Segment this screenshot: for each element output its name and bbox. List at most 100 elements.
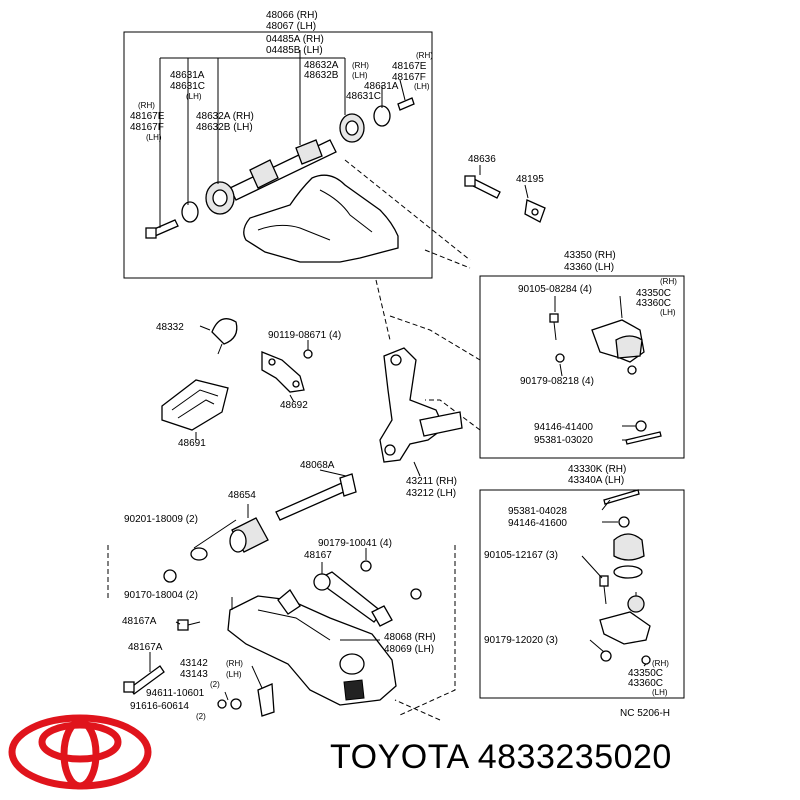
label: 48167: [304, 550, 332, 561]
strut-48167: [313, 571, 393, 627]
label: 43360C: [628, 678, 663, 689]
label: (2): [210, 680, 220, 689]
plate-48195: [524, 199, 546, 223]
label: 48167A: [122, 616, 157, 627]
label: 43211 (RH): [406, 476, 457, 487]
label: 90105-12167 (3): [484, 550, 558, 561]
nut-90179-08218: [555, 353, 565, 363]
toyota-logo-icon: [8, 714, 152, 790]
label: 91616-60614: [130, 701, 189, 712]
label: 04485A (RH): [266, 34, 324, 45]
nut-90179-10041: [360, 560, 372, 572]
label: (RH): [416, 51, 433, 60]
label: 90179-08218 (4): [520, 376, 594, 387]
dash-line: [375, 279, 391, 341]
lower-ball-joint: [599, 592, 651, 645]
label: 48631A: [170, 70, 205, 81]
label: (RH): [226, 659, 243, 668]
label: 43350 (RH): [564, 250, 616, 261]
catalog-code: NC 5206-H: [620, 708, 670, 719]
label: (2): [196, 712, 206, 721]
upper-arm-shaft: [229, 139, 337, 201]
label: 48195: [516, 174, 544, 185]
label: 43350C: [628, 668, 663, 679]
boot-43330k: [613, 533, 645, 579]
dash-line: [389, 315, 481, 361]
washer-90201: [190, 547, 208, 561]
label: 94146-41400: [534, 422, 593, 433]
plate-48691: [161, 379, 229, 431]
label: 43212 (LH): [406, 488, 456, 499]
dash-line: [425, 399, 481, 431]
label: 94611-10601: [146, 688, 205, 699]
label: 48631C: [170, 81, 205, 92]
label: (LH): [652, 688, 668, 697]
label: 95381-04028: [508, 506, 567, 517]
label: 48167A: [128, 642, 163, 653]
part-number: 4833235020: [477, 738, 672, 776]
label: 90105-08284 (4): [518, 284, 592, 295]
label: 43340A (LH): [568, 475, 624, 486]
label: 04485B (LH): [266, 45, 323, 56]
cotter-pin-95381-03020: [625, 431, 662, 445]
label: 48066 (RH): [266, 10, 318, 21]
label: (LH): [146, 133, 162, 142]
label: 43330K (RH): [568, 464, 626, 475]
label: 90179-10041 (4): [318, 538, 392, 549]
dash-line: [394, 699, 441, 721]
brand-caption: TOYOTA 4833235020: [330, 738, 672, 777]
label: 90179-12020 (3): [484, 635, 558, 646]
label: 48167E: [392, 61, 427, 72]
label: (RH): [138, 101, 155, 110]
label: (RH): [352, 61, 369, 70]
label: (LH): [414, 82, 430, 91]
upper-arm-box: [123, 31, 433, 279]
bushing-48654: [229, 517, 269, 553]
bracket-48692: [261, 349, 313, 393]
nut-90179-10041-b: [410, 588, 422, 600]
bushing-48632: [205, 113, 365, 215]
label: 48692: [280, 400, 308, 411]
bolt-48636: [464, 175, 501, 199]
nut-94146-41400: [635, 420, 647, 432]
dash-line: [344, 159, 471, 261]
label: (LH): [660, 308, 676, 317]
label: 48167F: [130, 122, 164, 133]
label: 94146-41600: [508, 518, 567, 529]
bolt-48167a: [177, 619, 201, 631]
bracket-43142: [257, 683, 275, 717]
label: 48654: [228, 490, 256, 501]
label: (LH): [352, 71, 368, 80]
steering-knuckle: [379, 347, 463, 463]
label: 48067 (LH): [266, 21, 316, 32]
upper-ball-joint: [591, 319, 645, 375]
bolt-90105-08284: [549, 313, 559, 341]
label: 90170-18004 (2): [124, 590, 198, 601]
label: 43360C: [636, 298, 671, 309]
cotter-pin-95381-04028: [603, 489, 640, 505]
washer-48631: [181, 105, 391, 223]
brand-name: TOYOTA: [330, 738, 468, 776]
washer-91616: [230, 698, 242, 710]
nut-94611: [217, 699, 227, 709]
nut-90170: [163, 569, 177, 583]
bolt-48068a: [275, 473, 357, 521]
nipple-43350c: [641, 655, 651, 665]
label: 90119-08671 (4): [268, 330, 341, 341]
label: 48332: [156, 322, 184, 333]
label: 48069 (LH): [384, 644, 434, 655]
part-labels: 48066 (RH) 48067 (LH) 04485A (RH) 04485B…: [122, 10, 677, 721]
bolt-48167: [145, 97, 415, 239]
label: (LH): [186, 92, 202, 101]
bolt-48167a-2: [123, 665, 165, 695]
toyota-logo-icon: [8, 714, 152, 790]
dash-line: [399, 545, 456, 716]
label: 43143: [180, 669, 208, 680]
label: 48632A (RH): [196, 111, 254, 122]
label: 48631A: [364, 81, 399, 92]
label: 43350C: [636, 288, 671, 299]
bump-stop-48332: [211, 318, 238, 355]
lower-arm: [227, 589, 397, 706]
